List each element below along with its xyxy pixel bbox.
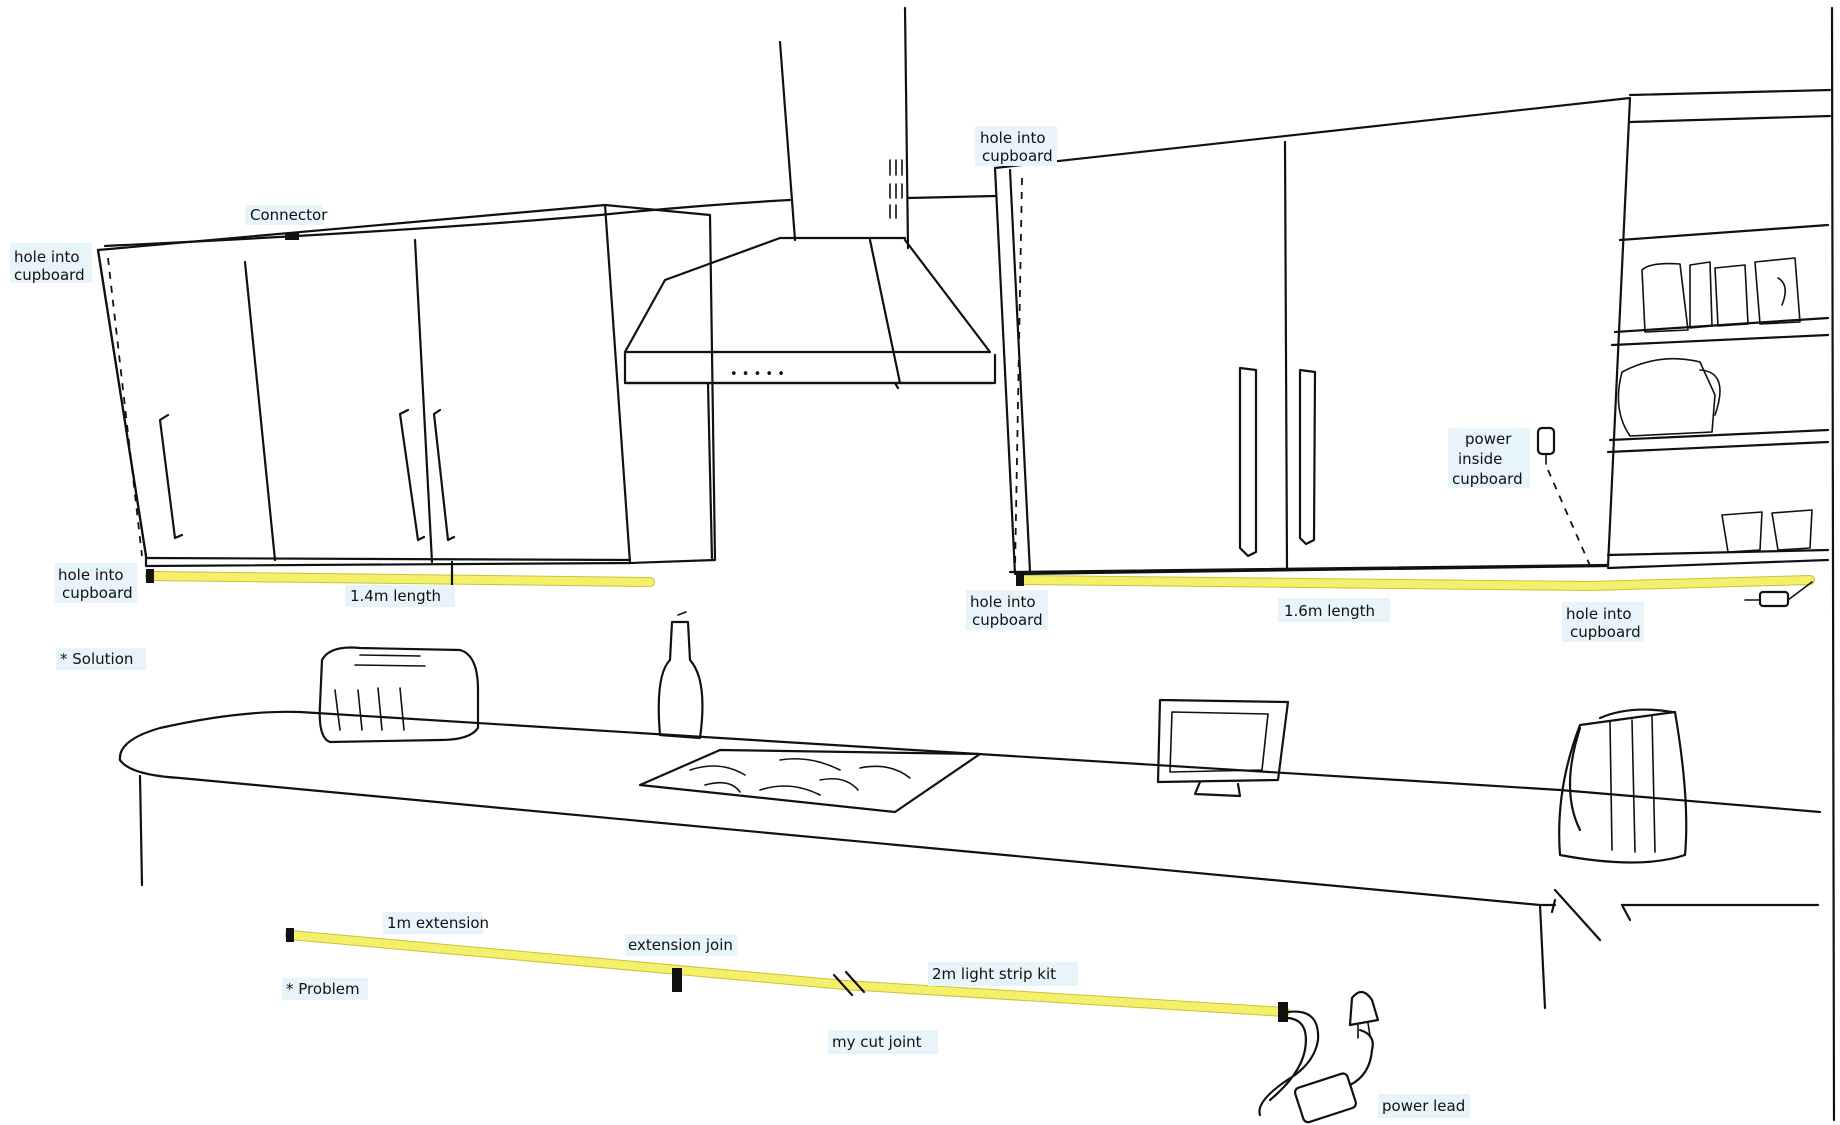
power-adapter-box xyxy=(1293,1072,1357,1124)
right-cable-drop-left xyxy=(1014,177,1023,571)
label-hole-left-top: hole into cupboard xyxy=(10,243,92,284)
label-cut-joint: my cut joint xyxy=(828,1030,938,1054)
label-problem: * Problem xyxy=(282,978,368,1000)
left-cabinet xyxy=(96,203,717,568)
svg-text:cupboard: cupboard xyxy=(62,584,133,602)
power-lead xyxy=(1258,990,1380,1124)
svg-text:cupboard: cupboard xyxy=(972,611,1043,629)
svg-text:hole into: hole into xyxy=(980,129,1046,147)
strip-left-end-cap xyxy=(146,569,154,583)
range-hood: • • • • • xyxy=(623,6,997,562)
label-solution: * Solution xyxy=(56,648,146,670)
strip-right-plug xyxy=(1758,590,1790,608)
label-power-lead: power lead xyxy=(1378,1094,1470,1118)
solution-strip-right xyxy=(1016,572,1815,608)
svg-text:hole into: hole into xyxy=(970,593,1036,611)
label-connector: Connector xyxy=(245,205,328,225)
connector-block xyxy=(285,233,299,240)
label-extension-join: extension join xyxy=(625,934,737,956)
right-cabinet xyxy=(993,96,1632,576)
label-power-inside: power inside cupboard xyxy=(1448,428,1530,488)
svg-text:* Solution: * Solution xyxy=(60,650,133,668)
wire-top-left xyxy=(103,198,792,248)
svg-text:inside: inside xyxy=(1458,450,1502,468)
svg-text:power: power xyxy=(1465,430,1512,448)
label-length-right: 1.6m length xyxy=(1278,598,1390,622)
plug-icon xyxy=(1348,990,1380,1039)
right-cable-drop-right xyxy=(1547,469,1593,571)
label-hole-left-bottom: hole into cupboard xyxy=(55,563,137,603)
svg-text:cupboard: cupboard xyxy=(14,266,85,284)
label-light-strip-kit: 2m light strip kit xyxy=(928,962,1078,986)
svg-text:1.4m length: 1.4m length xyxy=(350,587,441,605)
svg-text:cupboard: cupboard xyxy=(1452,470,1523,488)
svg-text:1.6m length: 1.6m length xyxy=(1284,602,1375,620)
wall-edge xyxy=(1830,6,1836,1122)
svg-text:* Problem: * Problem xyxy=(286,980,360,998)
label-hole-right-bottom-left: hole into cupboard xyxy=(966,590,1048,630)
left-cable-drop xyxy=(107,257,143,557)
svg-text:2m light strip kit: 2m light strip kit xyxy=(932,965,1056,983)
open-shelves xyxy=(1606,88,1832,570)
svg-text:cupboard: cupboard xyxy=(982,147,1053,165)
label-extension-1m: 1m extension xyxy=(383,912,489,934)
svg-text:hole into: hole into xyxy=(1566,605,1632,623)
toaster-icon xyxy=(318,646,480,744)
power-socket-icon xyxy=(1536,426,1556,465)
label-hole-right-bottom-right: hole into cupboard xyxy=(1562,602,1644,642)
svg-text:hole into: hole into xyxy=(14,248,80,266)
tablet-icon xyxy=(1156,698,1290,798)
benchtop xyxy=(118,710,1822,1010)
svg-text:my cut joint: my cut joint xyxy=(832,1033,922,1051)
strip-right-end-cap xyxy=(1016,572,1024,586)
extension-join-block xyxy=(672,968,682,992)
label-hole-right-top: hole into cupboard xyxy=(975,126,1057,166)
problem-strip-end xyxy=(286,928,294,942)
svg-text:Connector: Connector xyxy=(250,206,328,224)
bottle-icon xyxy=(657,611,704,740)
wire-top-right xyxy=(906,194,997,200)
cut-joint-mark xyxy=(832,970,866,997)
stovetop xyxy=(638,748,982,814)
svg-text:1m extension: 1m extension xyxy=(387,914,489,932)
problem-strip xyxy=(285,928,1290,1022)
svg-text:extension join: extension join xyxy=(628,936,733,954)
svg-text:cupboard: cupboard xyxy=(1570,623,1641,641)
svg-text:hole into: hole into xyxy=(58,566,124,584)
strip-kit-end xyxy=(1278,1002,1288,1022)
label-length-left: 1.4m length xyxy=(345,585,455,607)
kettle-icon xyxy=(1558,708,1688,864)
hood-lights: • • • • • xyxy=(730,367,785,382)
svg-text:power lead: power lead xyxy=(1382,1097,1465,1115)
